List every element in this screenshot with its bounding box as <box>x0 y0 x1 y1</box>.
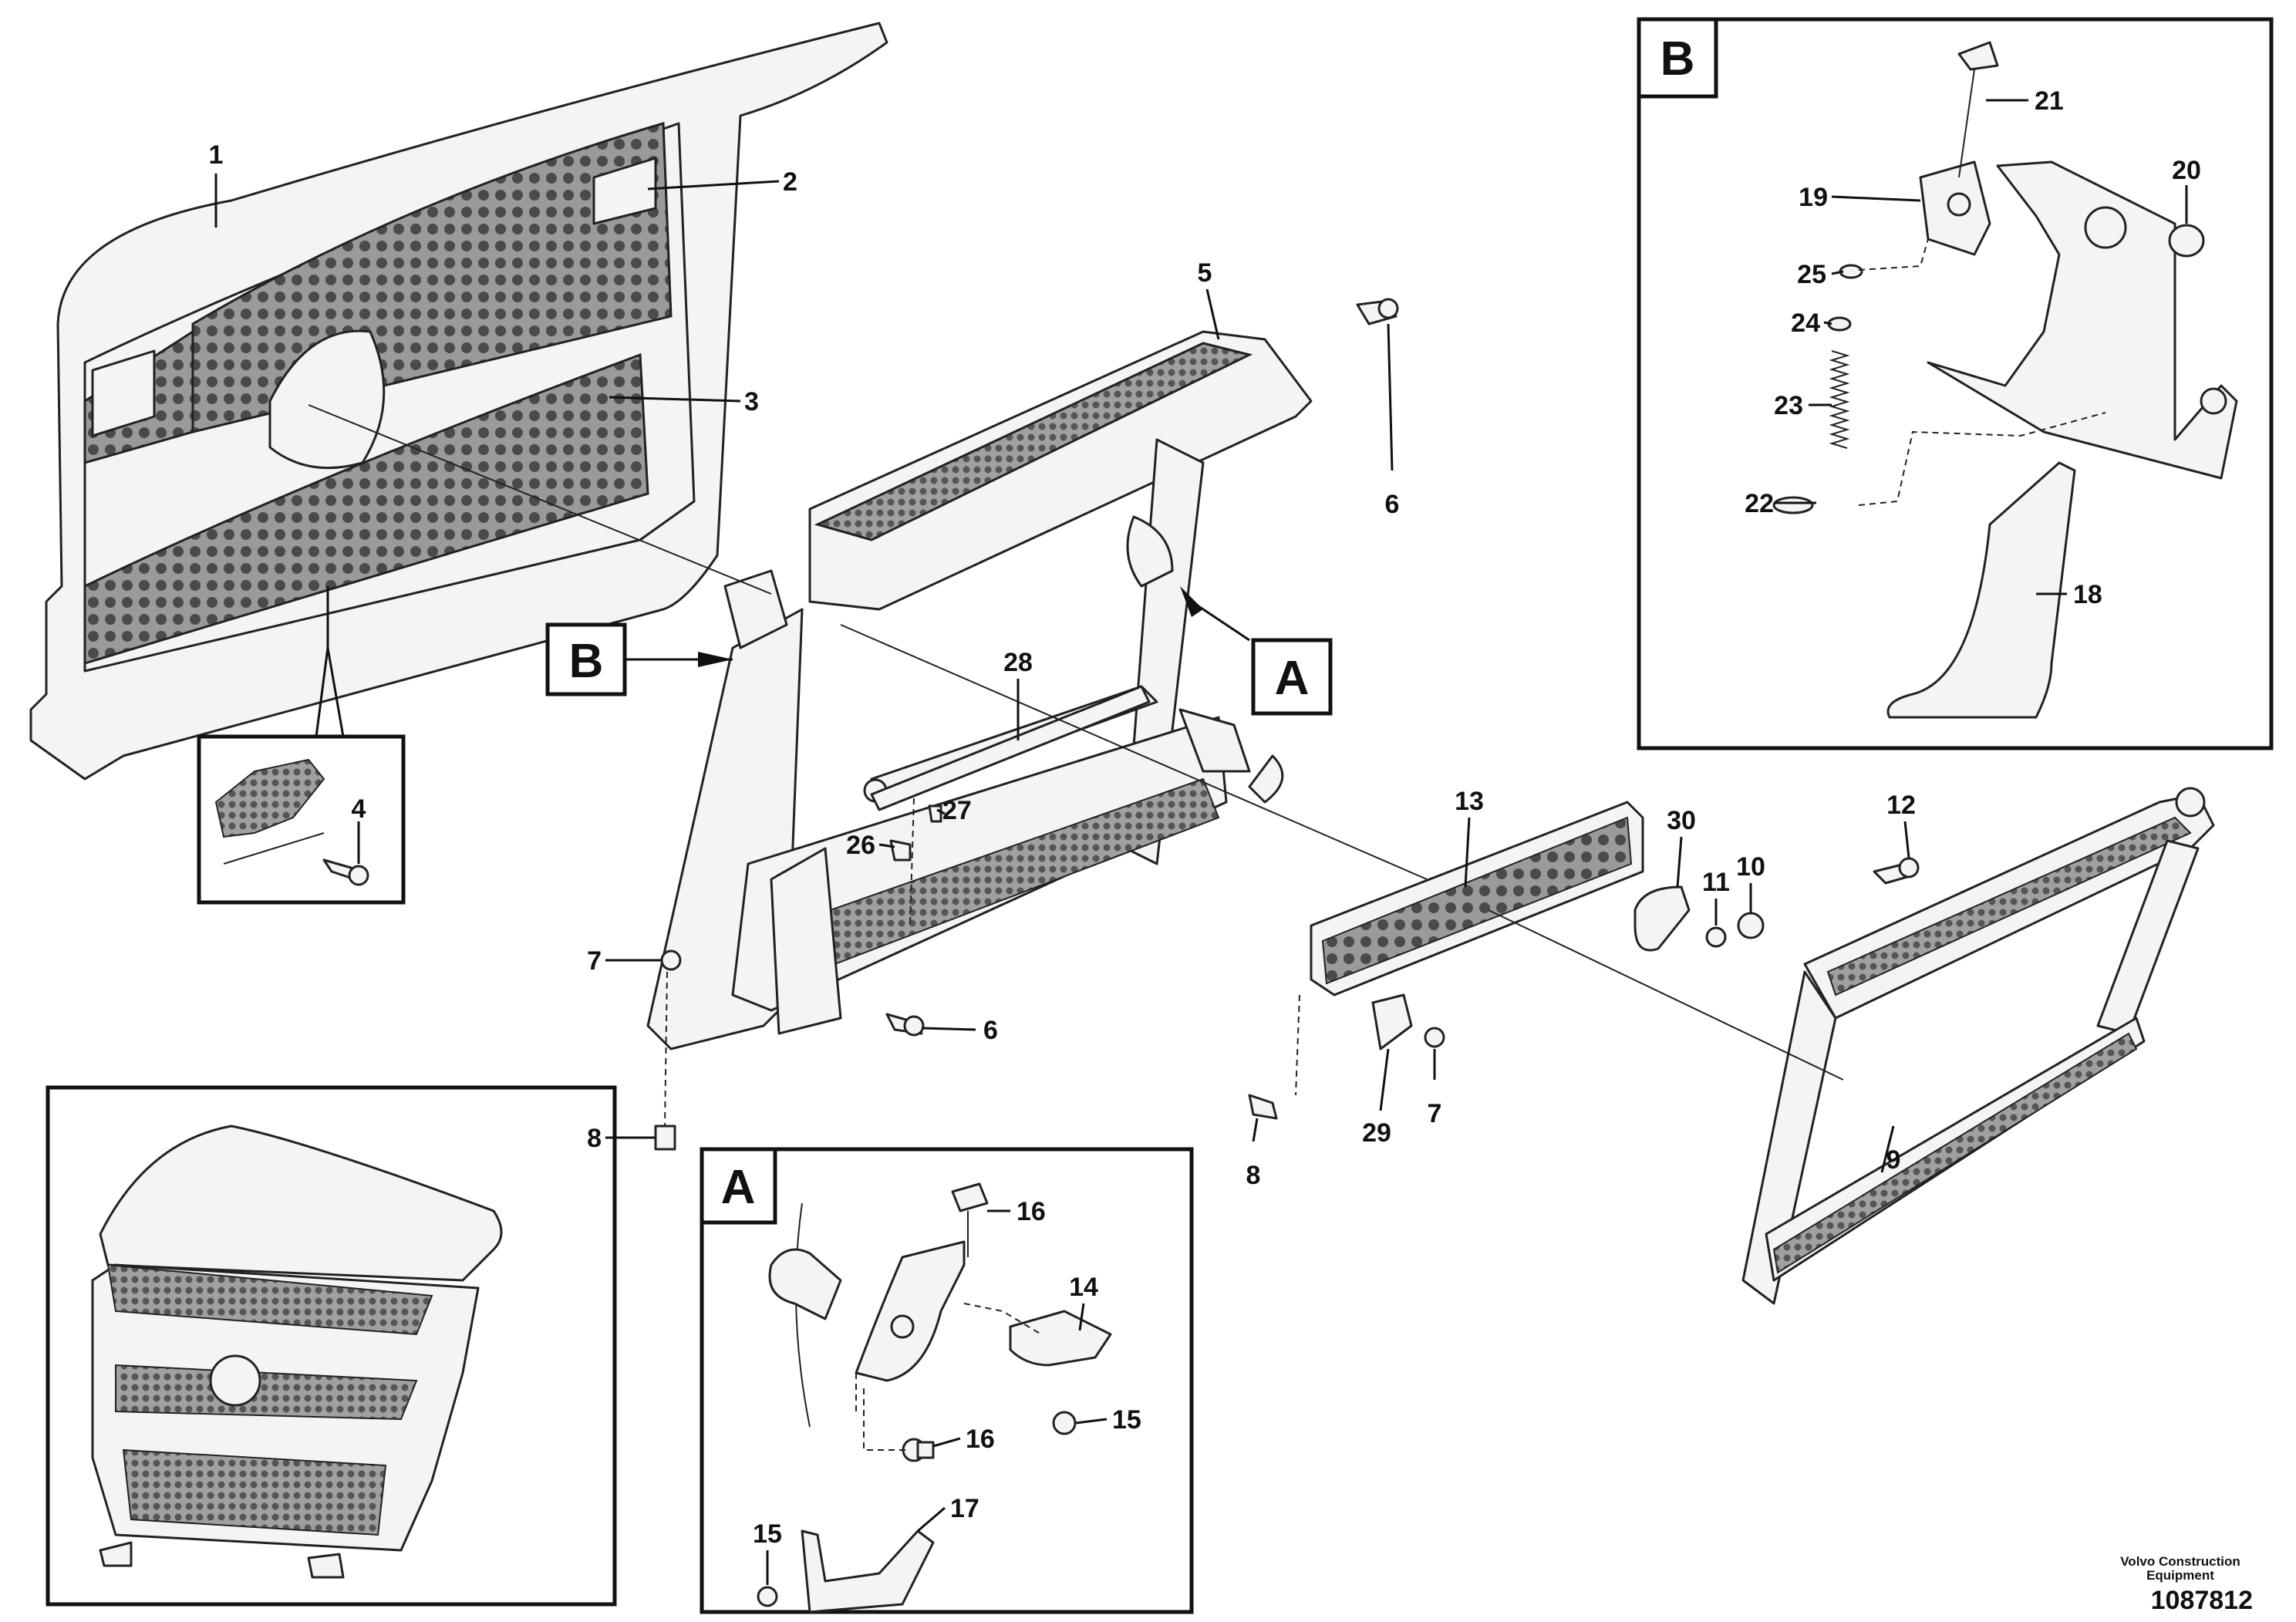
callout-16a: 16 <box>1017 1197 1046 1226</box>
mesh-detail-inset <box>197 586 406 905</box>
callout-25: 25 <box>1797 260 1826 289</box>
ladder-top-step <box>1826 816 2192 996</box>
hardware-parts <box>654 298 1920 1151</box>
callout-18: 18 <box>2073 580 2102 609</box>
callout-15b: 15 <box>753 1519 782 1549</box>
callout-3: 3 <box>744 387 759 416</box>
lower-mesh-panel <box>83 352 649 666</box>
callout-1: 1 <box>209 140 224 170</box>
callout-6a: 6 <box>1385 490 1400 519</box>
callout-7a: 7 <box>587 946 602 976</box>
upper-step-plate <box>814 342 1253 541</box>
callout-11: 11 <box>1702 868 1730 897</box>
callout-2: 2 <box>783 167 797 197</box>
detail-a-main-letter: A <box>1275 652 1310 705</box>
callout-17: 17 <box>950 1494 979 1523</box>
callout-24: 24 <box>1791 309 1820 338</box>
callout-10: 10 <box>1736 852 1765 882</box>
callout-5: 5 <box>1198 258 1212 288</box>
callout-6b: 6 <box>983 1016 998 1045</box>
detail-pointers <box>625 586 1250 667</box>
callout-7b: 7 <box>1428 1099 1442 1128</box>
callout-leaders <box>214 99 2188 1585</box>
callout-21: 21 <box>2035 86 2064 116</box>
callout-29: 29 <box>1362 1118 1391 1148</box>
callout-16b: 16 <box>966 1425 995 1454</box>
detail-b-panel: B <box>1637 17 2274 750</box>
callout-13: 13 <box>1455 787 1484 816</box>
assembly-leaders <box>308 404 1844 1081</box>
callout-9: 9 <box>1886 1145 1901 1175</box>
callout-22: 22 <box>1745 489 1774 518</box>
callout-23: 23 <box>1774 391 1803 420</box>
callout-numbers: 1 2 3 4 5 6 6 7 7 8 8 9 10 11 12 13 14 1… <box>209 86 2201 1549</box>
brand-name-line2: Equipment <box>2146 1568 2214 1583</box>
callout-14: 14 <box>1069 1273 1098 1302</box>
callout-30: 30 <box>1667 806 1696 835</box>
callout-27: 27 <box>942 796 972 825</box>
drawing-number: 1087812 <box>2150 1586 2253 1615</box>
step-frame-assembly <box>646 330 1313 1050</box>
callout-8a: 8 <box>587 1124 602 1153</box>
callout-28: 28 <box>1003 648 1033 677</box>
detail-label-b-main: B <box>545 622 627 696</box>
vehicle-front-thumbnail <box>46 1085 617 1607</box>
step-ladder-assembly <box>1741 787 2215 1305</box>
callout-8b: 8 <box>1246 1161 1261 1190</box>
ladder-bottom-step <box>1772 1032 2138 1274</box>
callout-19: 19 <box>1799 183 1828 212</box>
detail-b-letter: B <box>1660 32 1695 86</box>
front-grille-assembly <box>29 22 888 781</box>
callout-20: 20 <box>2172 156 2201 185</box>
callout-26: 26 <box>846 831 875 860</box>
callout-12: 12 <box>1886 791 1916 820</box>
callout-4: 4 <box>352 794 366 824</box>
brand-name-line1: Volvo Construction <box>2120 1554 2240 1569</box>
callout-15a: 15 <box>1112 1405 1141 1435</box>
detail-a-letter: A <box>721 1161 756 1214</box>
detail-b-main-letter: B <box>569 635 604 688</box>
step-plate <box>1310 801 1644 996</box>
detail-a-panel: A <box>700 1147 1194 1614</box>
detail-label-a-main: A <box>1251 638 1333 716</box>
